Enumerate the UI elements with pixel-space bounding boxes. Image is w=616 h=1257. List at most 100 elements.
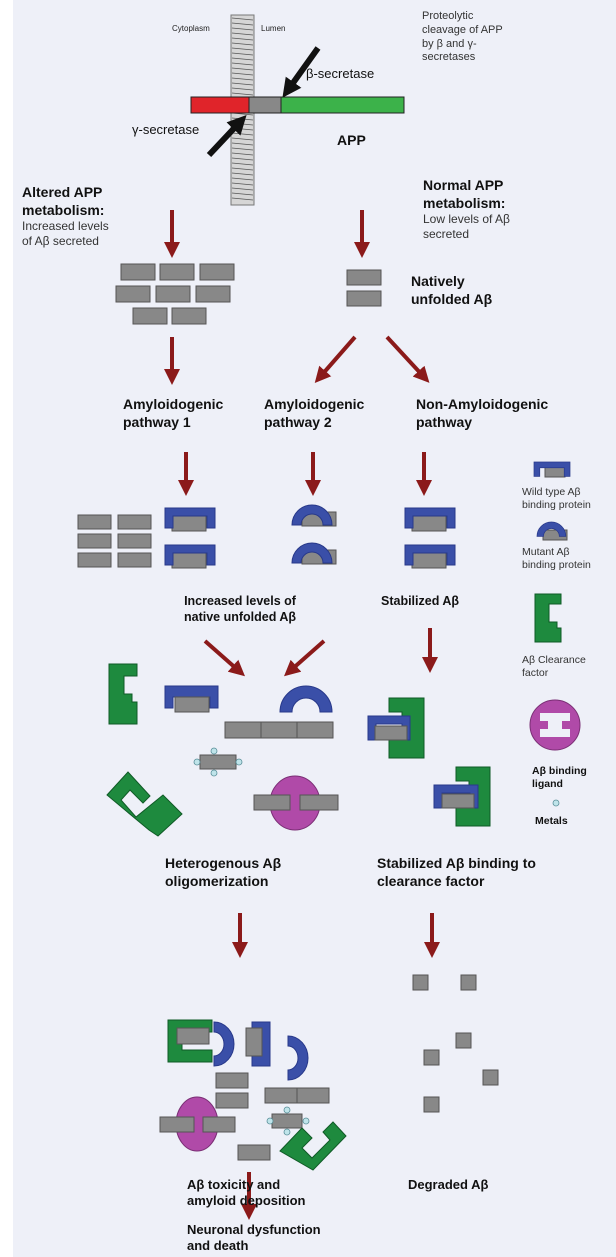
legend-metals: Metals bbox=[535, 815, 568, 827]
membrane-stripe bbox=[231, 77, 254, 81]
legend-ligand: Aβ binding ligand bbox=[532, 765, 587, 791]
membrane-stripe bbox=[231, 87, 254, 91]
membrane-stripe bbox=[231, 182, 254, 186]
abeta-monomer bbox=[117, 533, 152, 549]
abeta-monomer bbox=[117, 514, 152, 530]
degraded-fragments bbox=[412, 974, 499, 1113]
membrane-stripe bbox=[231, 187, 254, 191]
flow-arrow bbox=[203, 639, 245, 677]
membrane-stripe bbox=[231, 82, 254, 86]
gamma-secretase-label: γ-secretase bbox=[132, 122, 200, 137]
natively-line-1: Natively bbox=[411, 273, 465, 289]
pathway-1-line-2: pathway 1 bbox=[123, 413, 191, 430]
membrane-stripe bbox=[231, 142, 254, 146]
normal-app-text: Normal APP metabolism: Low levels of Aβ … bbox=[423, 177, 510, 242]
altered-desc-1: Increased levels bbox=[22, 219, 109, 233]
abeta-monomer bbox=[171, 307, 207, 325]
normal-title-2: metabolism: bbox=[423, 194, 506, 211]
stabilized-label: Stabilized Aβ bbox=[381, 594, 460, 608]
legend-clearance: Aβ Clearance factor bbox=[522, 654, 586, 680]
stabilized-binding-cluster bbox=[367, 697, 491, 827]
hetero-label: Heterogenous Aβ oligomerization bbox=[165, 855, 281, 890]
pathway-2-line-1: Amyloidogenic bbox=[264, 396, 365, 412]
abeta-monomer bbox=[411, 552, 447, 569]
diagram-panel bbox=[13, 0, 616, 1257]
abeta-monomer bbox=[115, 285, 151, 303]
abeta-monomer bbox=[117, 552, 152, 568]
legend-wild-type: Wild type Aβ binding protein bbox=[522, 486, 591, 512]
neuronal-line-2: and death bbox=[187, 1238, 249, 1254]
membrane-stripe bbox=[231, 147, 254, 151]
abeta-monomer bbox=[171, 552, 207, 569]
membrane-stripe bbox=[231, 137, 254, 141]
flow-arrows bbox=[164, 210, 440, 1220]
proteolytic-line-2: cleavage of APP bbox=[422, 23, 503, 36]
membrane-stripe bbox=[231, 62, 254, 66]
membrane-stripe bbox=[231, 32, 254, 36]
toxicity-label: Aβ toxicity and amyloid deposition bbox=[187, 1177, 305, 1210]
non-amyloidogenic-label: Non-Amyloidogenic pathway bbox=[416, 396, 548, 431]
pathway-3-line-1: Non-Amyloidogenic bbox=[416, 396, 549, 412]
abeta-monomer bbox=[346, 290, 382, 307]
normal-title-1: Normal APP bbox=[423, 177, 504, 193]
wild-type-binding-protein-group bbox=[164, 461, 571, 566]
stabilized-binding-line-2: clearance factor bbox=[377, 872, 485, 889]
proteolytic-line-3: by β and γ- bbox=[422, 37, 477, 50]
toxicity-line-1: Aβ toxicity and bbox=[187, 1177, 281, 1192]
flow-arrow bbox=[284, 639, 326, 677]
abeta-monomer bbox=[155, 285, 191, 303]
altered-title-2: metabolism: bbox=[22, 201, 105, 218]
lumen-label: Lumen bbox=[261, 24, 286, 33]
pathway-2-label: Amyloidogenic pathway 2 bbox=[264, 396, 364, 431]
hetero-line-1: Heterogenous Aβ bbox=[165, 855, 282, 871]
membrane-stripe bbox=[231, 67, 254, 71]
increased-levels-label: Increased levels of native unfolded Aβ bbox=[184, 594, 296, 625]
legend-metal-icon bbox=[552, 799, 560, 807]
membrane-stripe bbox=[231, 192, 254, 196]
stabilized-binding-label: Stabilized Aβ binding to clearance facto… bbox=[377, 855, 536, 890]
abeta-monomer bbox=[544, 466, 566, 478]
abeta-monomer bbox=[195, 285, 231, 303]
neuronal-line-1: Neuronal dysfunction bbox=[187, 1222, 321, 1237]
membrane-stripe bbox=[231, 177, 254, 181]
membrane-stripe bbox=[231, 172, 254, 176]
normal-desc-1: Low levels of Aβ bbox=[423, 212, 510, 226]
natively-line-2: unfolded Aβ bbox=[411, 290, 493, 307]
membrane-stripe bbox=[231, 57, 254, 61]
abeta-monomer bbox=[77, 552, 112, 568]
altered-app-text: Altered APP metabolism: Increased levels… bbox=[22, 184, 109, 249]
abeta-monomer bbox=[77, 533, 112, 549]
membrane-stripe bbox=[231, 162, 254, 166]
legend-wild-type-line-1: Wild type Aβ bbox=[522, 486, 581, 498]
proteolytic-line-1: Proteolytic bbox=[422, 10, 474, 22]
legend-wild-type-line-2: binding protein bbox=[522, 499, 591, 512]
beta-secretase-arrow bbox=[282, 46, 321, 98]
abeta-monomer bbox=[171, 515, 207, 532]
cytoplasm-label: Cytoplasm bbox=[172, 24, 210, 33]
legend-clearance-line-1: Aβ Clearance bbox=[522, 654, 586, 666]
membrane-stripe bbox=[231, 27, 254, 31]
membrane-stripe bbox=[231, 42, 254, 46]
degraded-label: Degraded Aβ bbox=[408, 1177, 489, 1192]
pathway-1-label: Amyloidogenic pathway 1 bbox=[123, 396, 223, 431]
abeta-monomer bbox=[132, 307, 168, 325]
proteolytic-line-4: secretases bbox=[422, 51, 476, 64]
legend-mutant: Mutant Aβ binding protein bbox=[522, 546, 591, 572]
membrane-stripe bbox=[231, 167, 254, 171]
abeta-monomer bbox=[120, 263, 156, 281]
stabilized-binding-line-1: Stabilized Aβ binding to bbox=[377, 855, 536, 871]
normal-desc-2: secreted bbox=[423, 227, 470, 241]
toxicity-line-2: amyloid deposition bbox=[187, 1193, 306, 1209]
legend-mutant-line-1: Mutant Aβ bbox=[522, 546, 570, 558]
legend-ligand-line-1: Aβ binding bbox=[532, 765, 587, 777]
gamma-secretase-arrow bbox=[206, 115, 247, 158]
beta-secretase-label: β-secretase bbox=[306, 66, 375, 81]
abeta-monomer bbox=[159, 263, 195, 281]
natively-unfolded-label: Natively unfolded Aβ bbox=[411, 273, 492, 308]
altered-desc-2: of Aβ secreted bbox=[22, 234, 99, 248]
membrane-stripe bbox=[231, 37, 254, 41]
membrane-stripe bbox=[231, 152, 254, 156]
membrane-stripe bbox=[231, 197, 254, 201]
hetero-oligomer-cluster bbox=[106, 663, 339, 837]
